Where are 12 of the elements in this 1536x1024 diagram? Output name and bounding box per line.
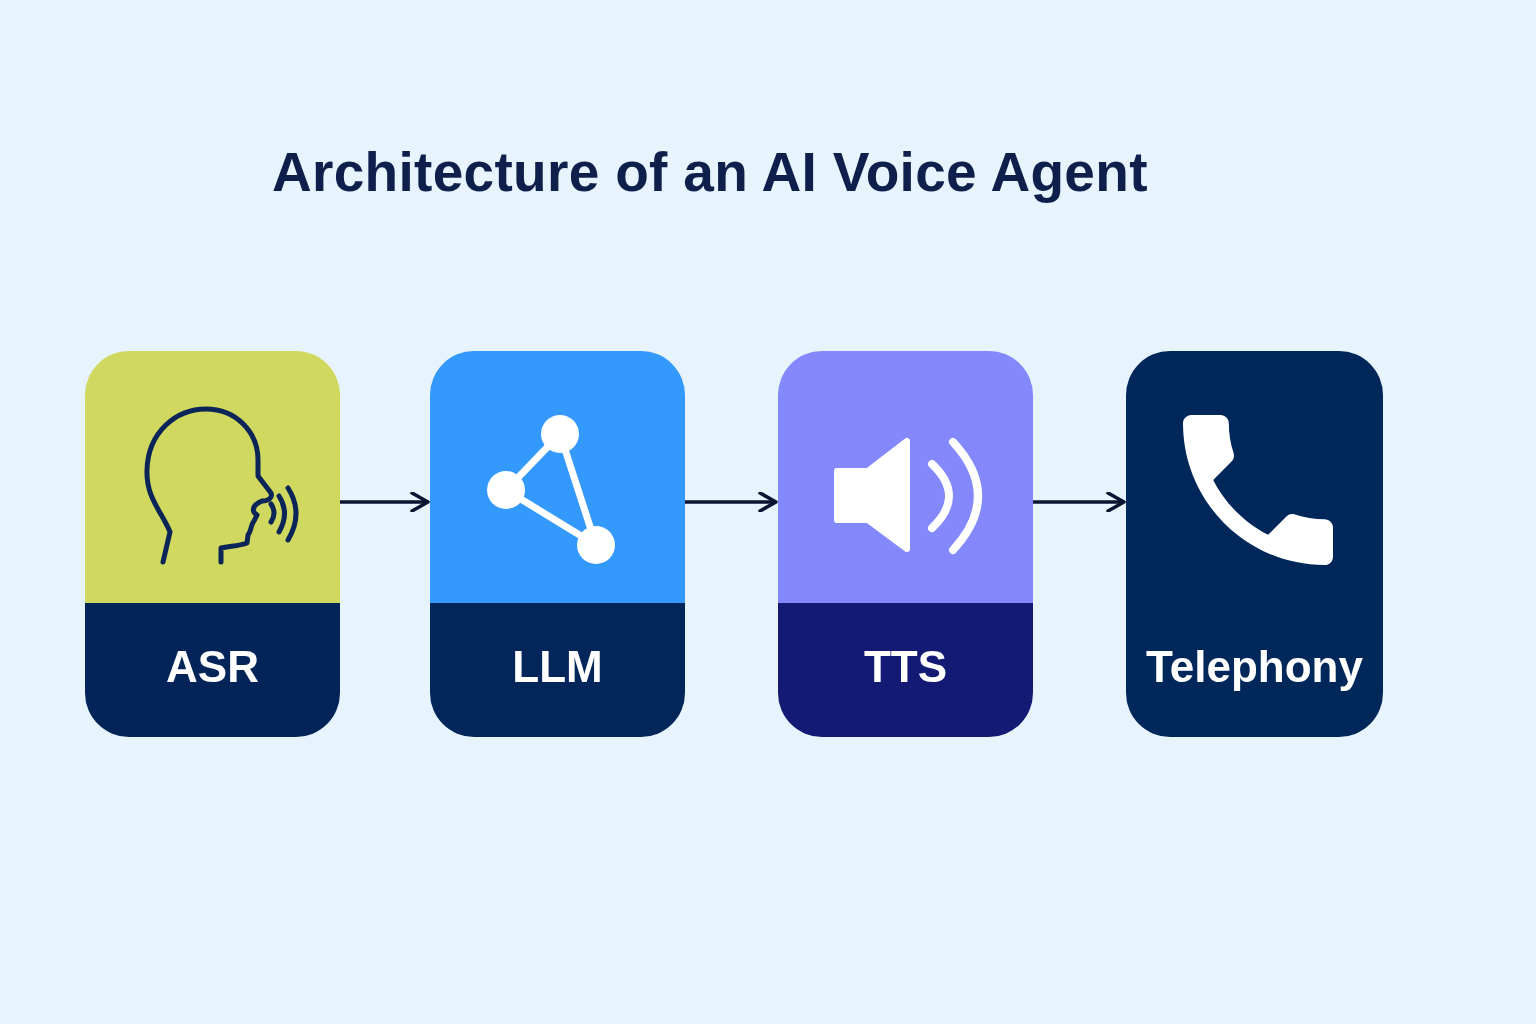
process-card [778,351,1033,737]
node-label: Telephony [1146,641,1363,693]
diagram-title: Architecture of an AI Voice Agent [272,140,1148,204]
node-label: LLM [512,641,603,693]
process-card [430,351,685,737]
node-label: ASR [166,641,259,693]
arrow [685,491,778,513]
process-card [1126,351,1383,737]
arrow [340,491,430,513]
arrow [1033,491,1126,513]
node-label: TTS [863,641,948,693]
process-card [85,351,340,737]
